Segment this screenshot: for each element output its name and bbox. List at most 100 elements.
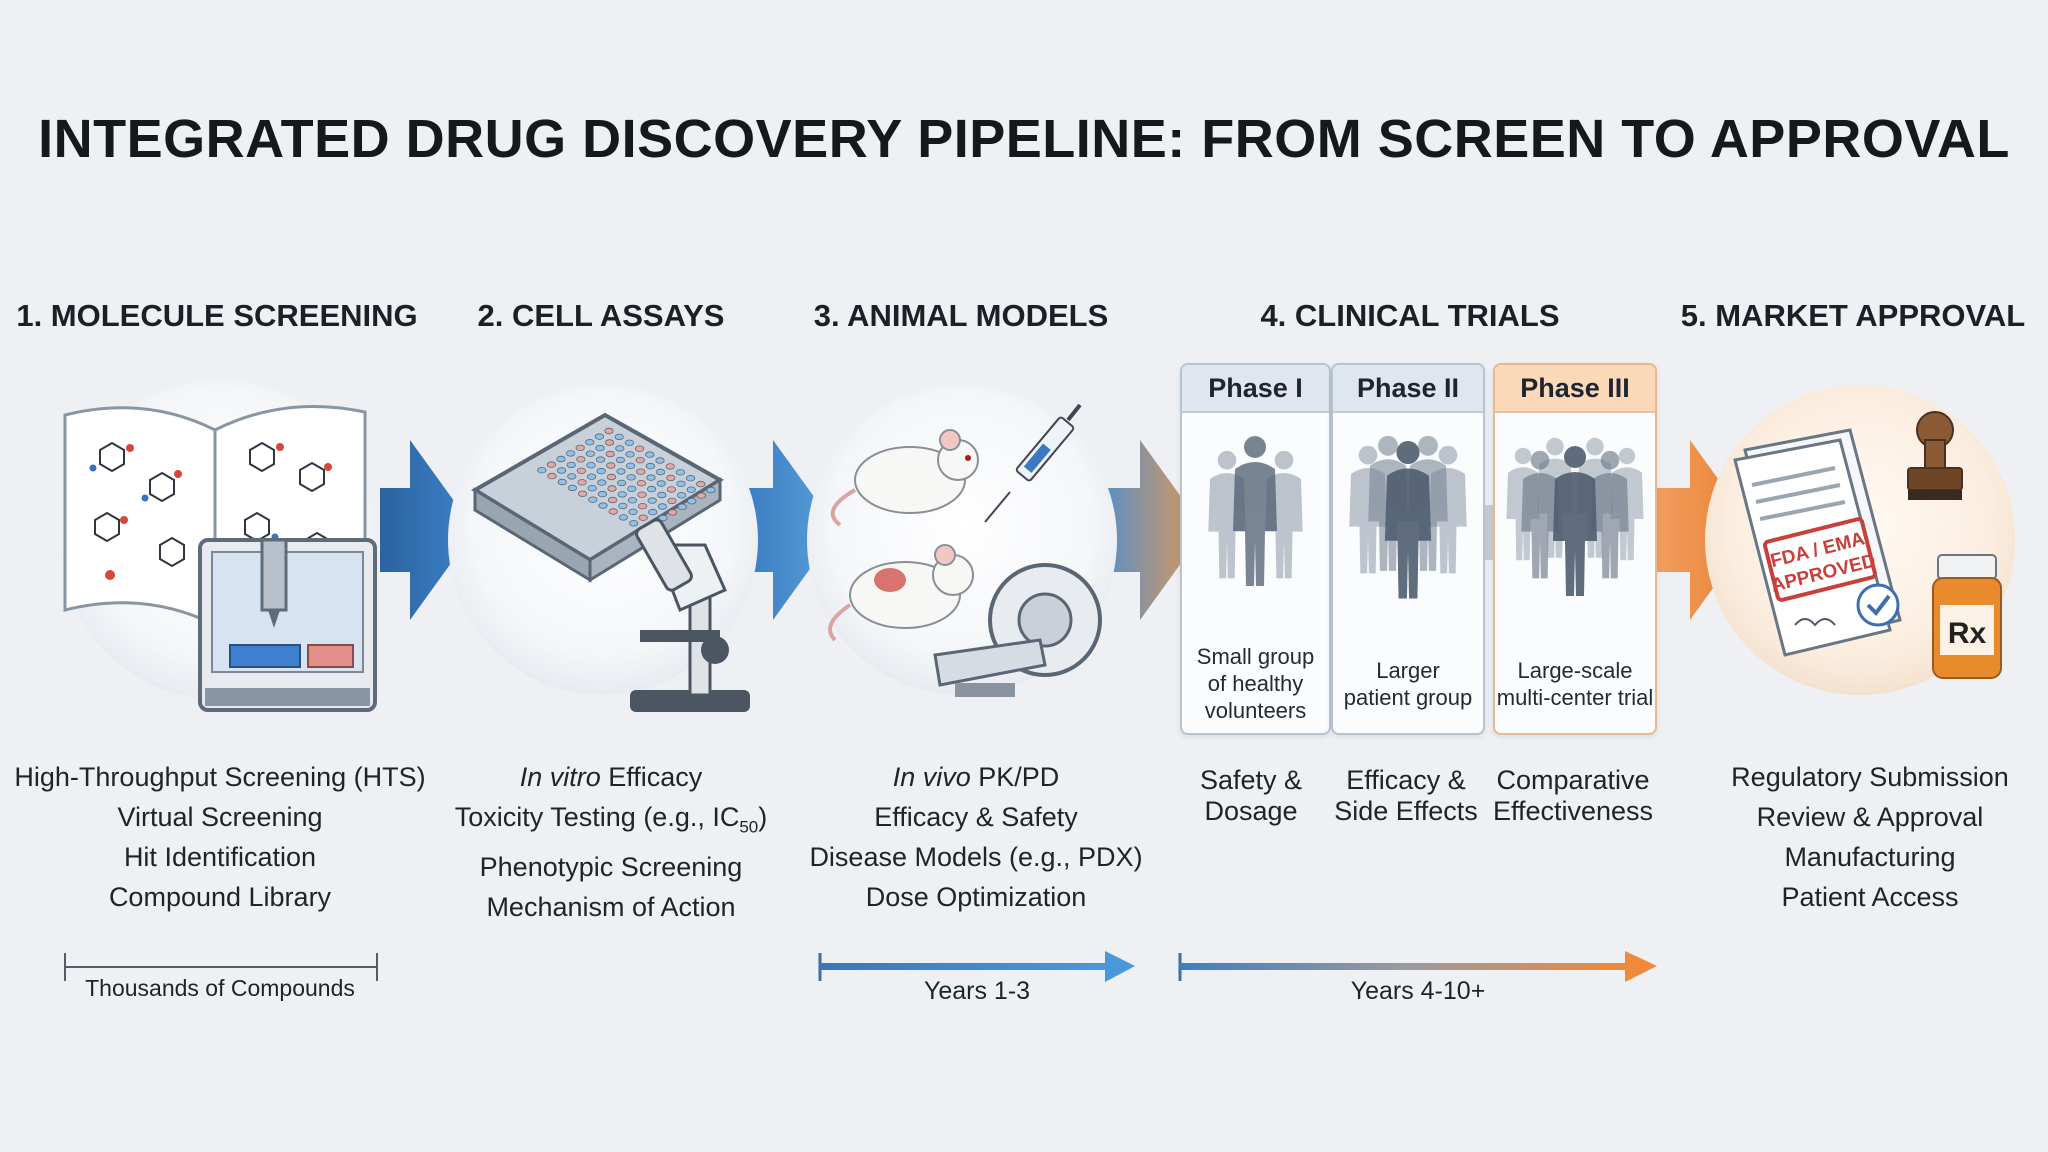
- arrow-3-to-4: [1105, 440, 1205, 620]
- plate-well: [648, 508, 658, 516]
- timeline-years-4-10: [1178, 951, 1657, 982]
- mouse-icon: [830, 429, 979, 527]
- person-figure: [1384, 441, 1432, 599]
- plate-well: [557, 478, 567, 486]
- phase-3-note: Large-scale multi-center trial: [1496, 658, 1654, 710]
- plate-well: [615, 445, 625, 452]
- mouse-tumor-icon: [828, 544, 974, 642]
- plate-well: [618, 514, 629, 521]
- plate-well: [556, 467, 567, 474]
- plate-well: [604, 427, 614, 435]
- plate-well: [637, 491, 647, 498]
- plate-well: [577, 479, 587, 486]
- plate-well: [607, 496, 618, 504]
- stage-2-description: In vitro Efficacy Toxicity Testing (e.g.…: [454, 762, 768, 923]
- syringe-icon: [984, 403, 1082, 523]
- plate-well: [594, 433, 605, 440]
- plate-well: [617, 491, 627, 498]
- timeline-years-1-3: [818, 951, 1135, 982]
- plate-well: [585, 439, 595, 446]
- plate-well: [645, 462, 656, 470]
- phase-2-people-icon: [1349, 435, 1467, 599]
- plate-well: [675, 469, 686, 476]
- plate-well: [575, 444, 585, 451]
- plate-well: [556, 455, 566, 463]
- plate-well: [628, 520, 639, 527]
- plate-well: [624, 439, 635, 446]
- plate-well: [604, 439, 615, 446]
- phase-1-note: Small group of healthy volunteers: [1196, 644, 1315, 723]
- phase-2-note: Larger patient group: [1343, 658, 1473, 710]
- plate-well: [647, 497, 657, 504]
- stage-3-description: In vivo PK/PD Efficacy & Safety Disease …: [809, 762, 1143, 912]
- phase-3-people-icon: [1506, 437, 1644, 596]
- plate-well: [628, 508, 638, 515]
- plate-well: [606, 462, 616, 469]
- plate-well: [626, 474, 636, 481]
- plate-well: [646, 474, 656, 481]
- timeline-years-1-3-label: Years 1-3: [923, 977, 1031, 1005]
- arrow-4-to-5: [1655, 440, 1755, 620]
- stage-1-description: High-Throughput Screening (HTS) Virtual …: [14, 762, 426, 912]
- phase-2-card: Phase II Larger patient group: [1331, 363, 1485, 735]
- phase-2-outcome: Efficacy &Side Effects: [1334, 765, 1478, 826]
- arrow-2-to-3: [743, 440, 838, 620]
- person-figure: [1553, 446, 1597, 596]
- plate-well: [625, 462, 636, 469]
- plate-well: [638, 514, 648, 521]
- plate-well: [605, 450, 615, 458]
- plate-well: [598, 502, 608, 509]
- plate-well: [645, 451, 655, 458]
- plate-well: [587, 485, 597, 492]
- plate-well: [547, 472, 557, 480]
- plate-well: [607, 485, 617, 492]
- plate-well: [686, 486, 696, 493]
- timeline-years-4-10-label: Years 4-10+: [1350, 977, 1486, 1005]
- plate-well: [646, 485, 657, 493]
- plate-well: [706, 486, 716, 494]
- plate-well: [614, 433, 624, 441]
- phase-1-outcome: Safety &Dosage: [1199, 765, 1303, 826]
- plate-well: [677, 503, 687, 510]
- plate-well: [616, 468, 626, 475]
- plate-well: [666, 486, 677, 493]
- plate-well: [576, 456, 586, 463]
- plate-well: [616, 479, 627, 487]
- microscope-icon: [630, 518, 750, 712]
- plate-well: [627, 497, 638, 504]
- stage-heading-clinical-trials: 4. CLINICAL TRIALS: [1260, 298, 1560, 333]
- plate-well: [537, 467, 547, 474]
- stage-heading-market-approval: 5. MARKET APPROVAL: [1680, 298, 2026, 333]
- plate-well: [586, 473, 597, 480]
- plate-well: [567, 484, 578, 492]
- plate-well: [597, 490, 608, 498]
- plate-well: [565, 450, 576, 457]
- plate-well: [665, 463, 675, 470]
- mri-scanner-icon: [933, 563, 1102, 697]
- plate-well: [685, 475, 696, 482]
- plate-well: [696, 480, 706, 488]
- plate-well: [656, 480, 666, 487]
- plate-well: [585, 450, 596, 457]
- plate-well: [636, 480, 647, 487]
- plate-well: [655, 468, 666, 476]
- person-figure: [1233, 436, 1277, 586]
- person-figure: [1591, 450, 1629, 579]
- plate-well: [567, 473, 577, 480]
- plate-well: [658, 514, 668, 522]
- plate-well: [596, 467, 606, 475]
- plate-well: [595, 444, 605, 452]
- phase-2-title: Phase II: [1333, 365, 1483, 413]
- phase-3-card: Phase III Large-scale multi-center trial: [1493, 363, 1657, 735]
- stage-heading-molecule-screening: 1. MOLECULE SCREENING: [16, 298, 418, 333]
- plate-well: [676, 492, 687, 499]
- plate-well: [687, 498, 697, 505]
- arrow-1-to-2: [380, 440, 475, 620]
- phase-1-title: Phase I: [1182, 365, 1329, 413]
- approval-document-icon: [1733, 428, 1902, 657]
- phase-1-people-icon: [1208, 436, 1303, 586]
- plate-well: [586, 462, 596, 469]
- plate-well: [635, 457, 645, 464]
